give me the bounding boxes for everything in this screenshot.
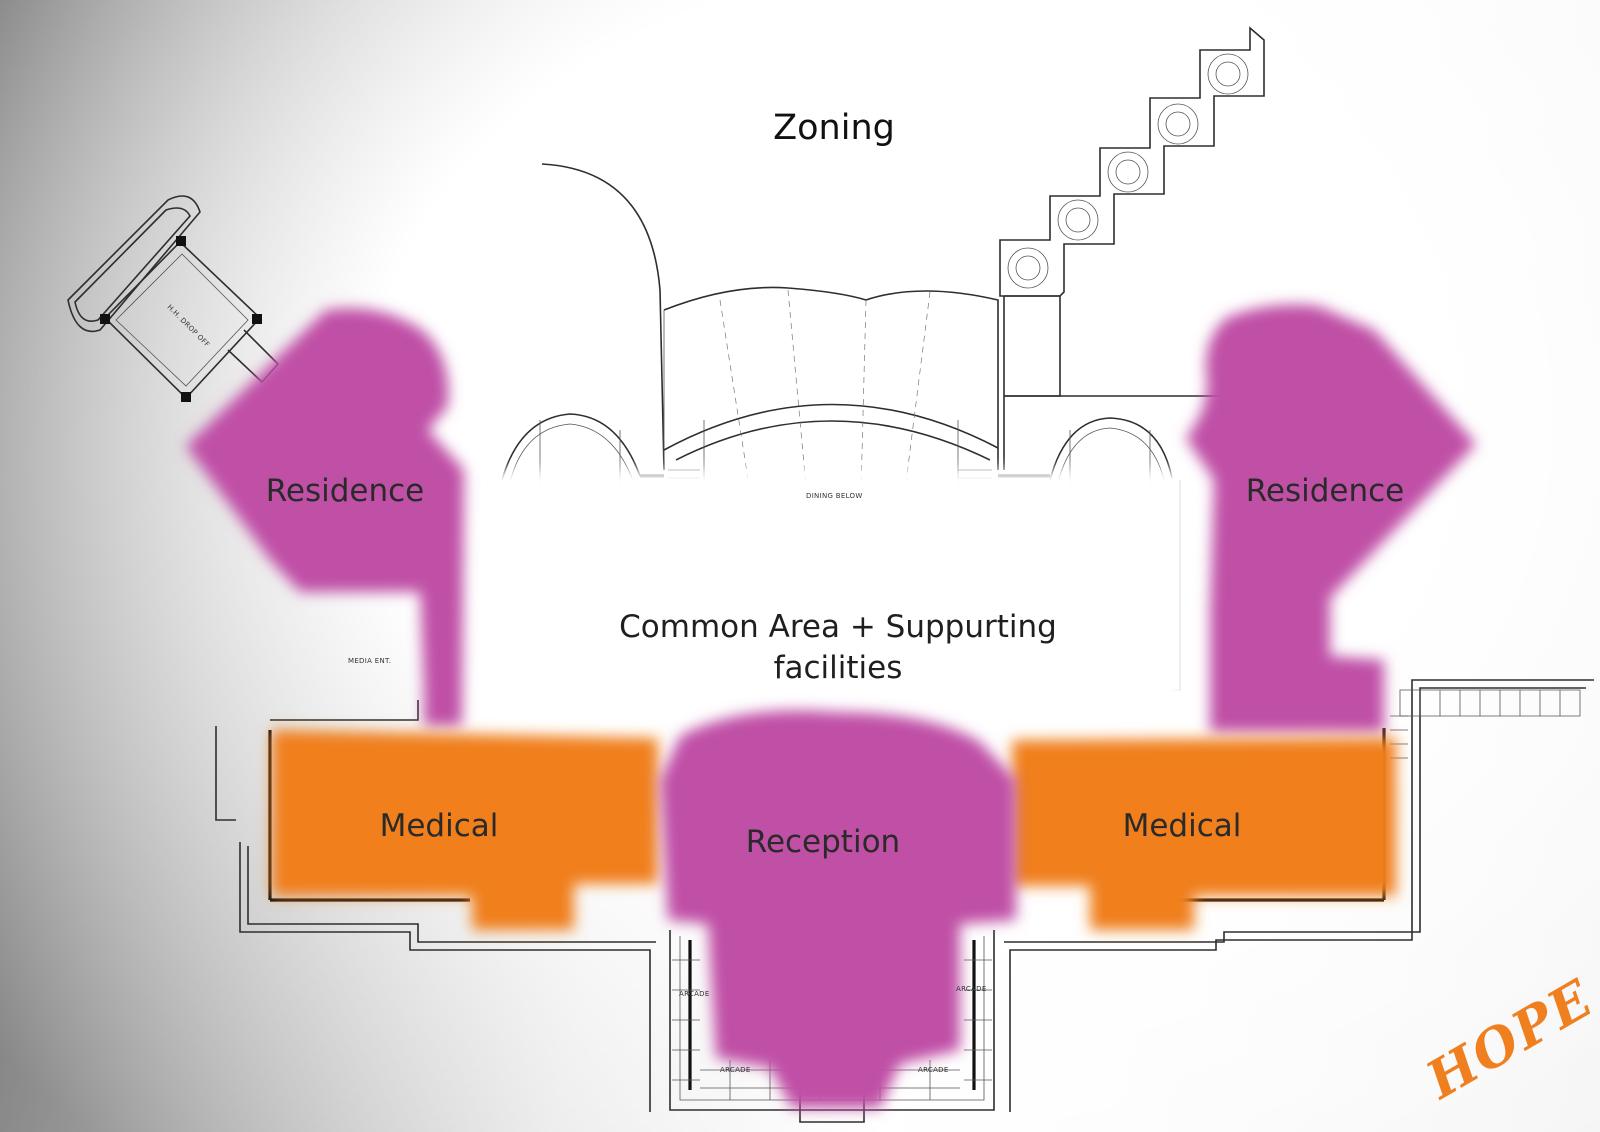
common-area-label: Common Area + Suppurting facilities bbox=[558, 607, 1118, 689]
arcade-note-4: ARCADE bbox=[918, 1066, 949, 1074]
media-note: MEDIA ENT. bbox=[348, 657, 392, 665]
medical-right-label: Medical bbox=[1122, 808, 1242, 844]
arcade-note-2: ARCADE bbox=[956, 985, 987, 993]
reception-label: Reception bbox=[745, 824, 901, 860]
tree-symbols bbox=[1007, 53, 1249, 289]
common-area-label-line1: Common Area + Suppurting bbox=[619, 609, 1057, 645]
zone-reception bbox=[660, 710, 1016, 1108]
terrace-grid bbox=[1390, 689, 1581, 759]
arcade-note-3: ARCADE bbox=[720, 1066, 751, 1074]
common-area-zone bbox=[458, 470, 1185, 736]
zone-residence-left bbox=[186, 308, 464, 726]
residence-left-label: Residence bbox=[265, 473, 425, 509]
zone-medical-right bbox=[1012, 738, 1396, 930]
medical-left-label: Medical bbox=[379, 808, 499, 844]
zone-residence-right bbox=[1186, 304, 1476, 732]
common-area-label-line2: facilities bbox=[773, 650, 903, 686]
residence-right-label: Residence bbox=[1245, 473, 1405, 509]
diagram-title: Zoning bbox=[773, 108, 895, 148]
dining-note: DINING BELOW bbox=[806, 492, 863, 500]
zone-medical-left bbox=[272, 730, 658, 930]
arcade-note-1: ARCADE bbox=[679, 990, 710, 998]
